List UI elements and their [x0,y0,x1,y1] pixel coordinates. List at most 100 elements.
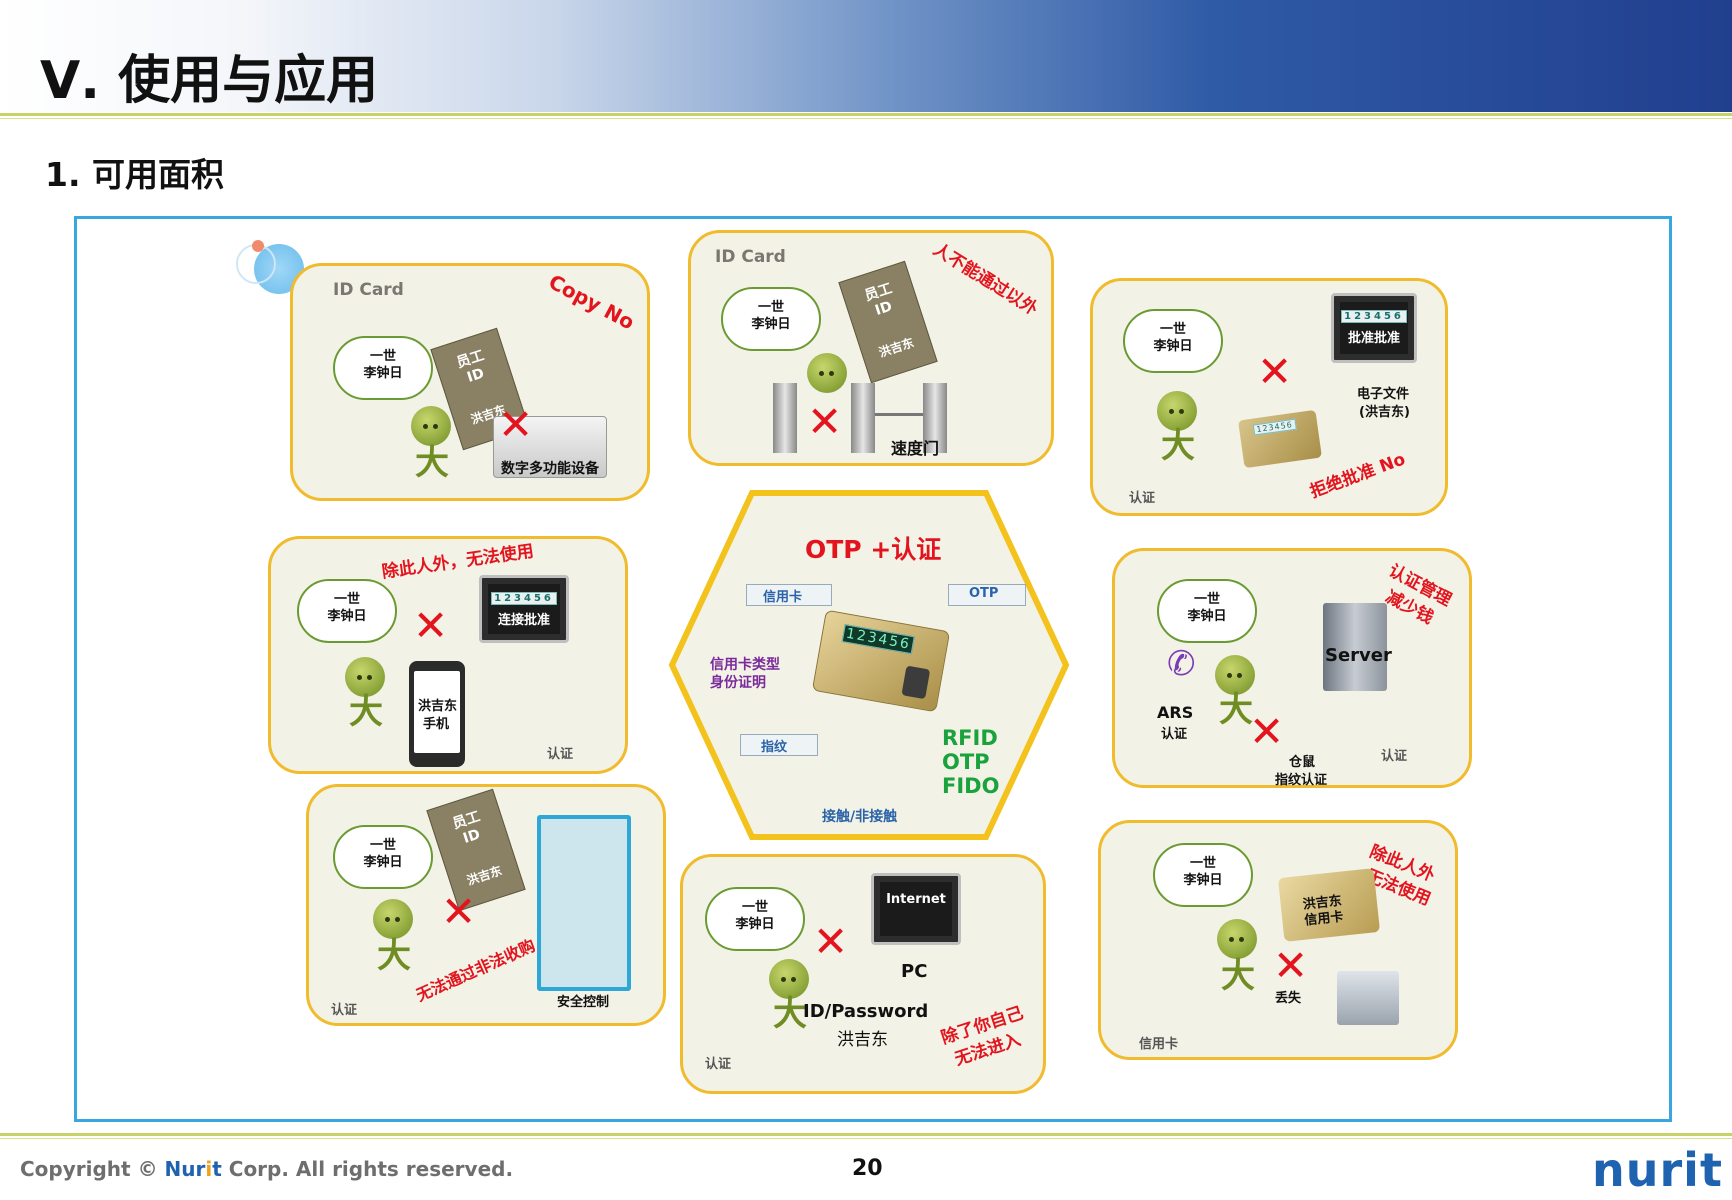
header-divider-thin [0,118,1732,119]
section-title: 1. 可用面积 [45,155,224,194]
auth-label: 认证 [547,747,574,762]
screen-text: 批准批准 [1347,331,1400,346]
fingerprint-label: 指纹认证 [1275,773,1328,788]
red-note: 人不能通过以外 [929,239,1041,320]
bubble-line: 一世 [369,349,396,364]
bubble-line: 一世 [333,592,360,607]
bubble-line: 李钟日 [363,855,403,870]
gate-post-icon [851,383,875,453]
auth-label: 认证 [1129,491,1156,506]
panel-label: ID Card [333,280,404,300]
person-body-icon: 大 [377,936,411,976]
panel-copy: ID Card Copy No 一世李钟日 员工 ID 洪吉东 大 ✕ 数字多功… [290,263,650,501]
monitor-screen: 123456 批准批准 [1340,302,1408,354]
lost-label: 丢失 [1275,991,1302,1006]
gate-bar-icon [875,413,923,416]
brand-text: Nur [164,1157,206,1181]
person-head-icon [1215,655,1255,695]
person-body-icon: 大 [1221,956,1255,996]
server-icon [1323,603,1387,691]
computer-icon [1337,971,1399,1025]
bubble-line: 一世 [1189,856,1216,871]
monitor-screen: Internet [880,882,952,936]
panel-internet: 一世李钟日 ✕ Internet PC 大 ID/Password 洪吉东 除了… [680,854,1046,1094]
thought-bubble: 一世李钟日 [333,825,433,889]
copyright-text: Copyright © [20,1157,165,1181]
copyright-text: Corp. All rights reserved. [221,1157,514,1181]
brand-text: i [205,1157,213,1181]
door-icon [537,815,631,991]
screen-digits: 123456 [1341,310,1407,323]
center-desc: 身份证明 [710,675,766,691]
auth-label: 认证 [1381,749,1408,764]
doc-label: (洪吉东) [1359,405,1410,420]
gate-post-icon [923,383,947,453]
screen-text: Internet [886,892,946,907]
x-mark-icon: ✕ [813,917,849,966]
bubble-line: 李钟日 [1153,339,1193,354]
thought-bubble: 一世李钟日 [705,887,805,951]
center-title: OTP +认证 [805,535,942,564]
monitor-icon: 123456 批准批准 [1331,293,1417,363]
person-body-icon: 大 [349,692,383,732]
person-body-icon: 大 [1161,426,1195,466]
auth-label: 认证 [705,1057,732,1072]
copyright: Copyright © Nurit Corp. All rights reser… [20,1157,513,1181]
doc-label: 电子文件 [1357,387,1410,402]
page-title: Ⅴ. 使用与应用 [40,51,379,111]
card-digits: 123456 [841,624,916,655]
person-body-icon: 大 [415,443,449,483]
device-label: 速度门 [891,439,940,458]
person-head-icon [769,959,809,999]
footer-divider-thin [0,1138,1732,1139]
card-text: 信用卡 [1303,909,1345,929]
x-mark-icon: ✕ [1273,941,1309,990]
bubble-line: 李钟日 [1187,609,1227,624]
person-head-icon [345,657,385,697]
tag-text: 指纹 [761,740,788,755]
phone-icon: 洪吉东 手机 [409,661,465,767]
name-label: 洪吉东 [837,1030,888,1050]
bubble-line: 一世 [369,838,396,853]
x-mark-icon: ✕ [441,887,477,936]
printer-icon [493,416,607,478]
red-note: 无法通过非法收购 [413,935,538,1006]
otp-card-icon: 123456 [1238,409,1322,469]
panel-door: 一世李钟日 员工 ID 洪吉东 大 ✕ 无法通过非法收购 安全控制 认证 [306,784,666,1026]
tech-rfid: RFID [942,726,998,750]
monitor-icon: Internet [871,873,961,945]
phone-text: 洪吉东 [418,699,458,714]
x-mark-icon: ✕ [1249,707,1285,756]
tag-text: OTP [969,586,999,601]
bubble-line: 李钟日 [735,917,775,932]
header-banner [0,0,1732,112]
thought-bubble: 一世李钟日 [297,579,397,643]
phone-call-icon: ✆ [1167,644,1196,684]
thought-bubble: 一世李钟日 [333,336,433,400]
phone-text: 手机 [423,717,450,732]
ars-label: 认证 [1161,727,1188,742]
card-digits: 123456 [1252,418,1297,436]
auth-label: 认证 [331,1003,358,1018]
decor-dot-icon [252,240,264,252]
thought-bubble: 一世李钟日 [1153,843,1253,907]
id-password-label: ID/Password [803,1001,929,1022]
pc-label: PC [901,961,928,982]
tag-fingerprint: 指纹 [740,734,818,756]
device-label: 数字多功能设备 [501,461,599,477]
header-divider [0,113,1732,116]
tag-otp: OTP [948,584,1026,606]
x-mark-icon: ✕ [498,400,534,449]
bubble-line: 一世 [741,900,768,915]
bubble-line: 一世 [1193,592,1220,607]
page-number: 20 [852,1156,883,1181]
brand-text: t [212,1157,222,1181]
red-note: Copy No [544,269,639,335]
person-body-icon: 大 [1219,690,1253,730]
center-desc: 信用卡类型 [710,657,780,673]
gate-post-icon [773,383,797,453]
server-label: Server [1325,645,1392,666]
screen-digits: 123456 [491,592,557,605]
